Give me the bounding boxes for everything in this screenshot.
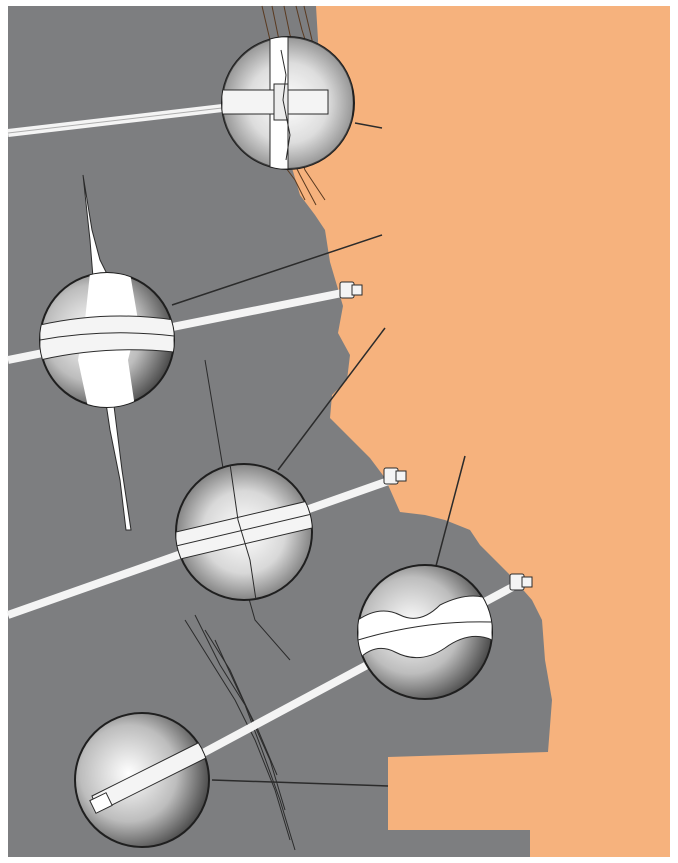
detail-magnifier-2	[40, 273, 174, 407]
detail-magnifier-5	[75, 713, 209, 847]
detail-magnifier-4	[358, 565, 492, 699]
detail-magnifier-3	[176, 464, 312, 600]
detail-magnifier-1	[222, 37, 354, 169]
